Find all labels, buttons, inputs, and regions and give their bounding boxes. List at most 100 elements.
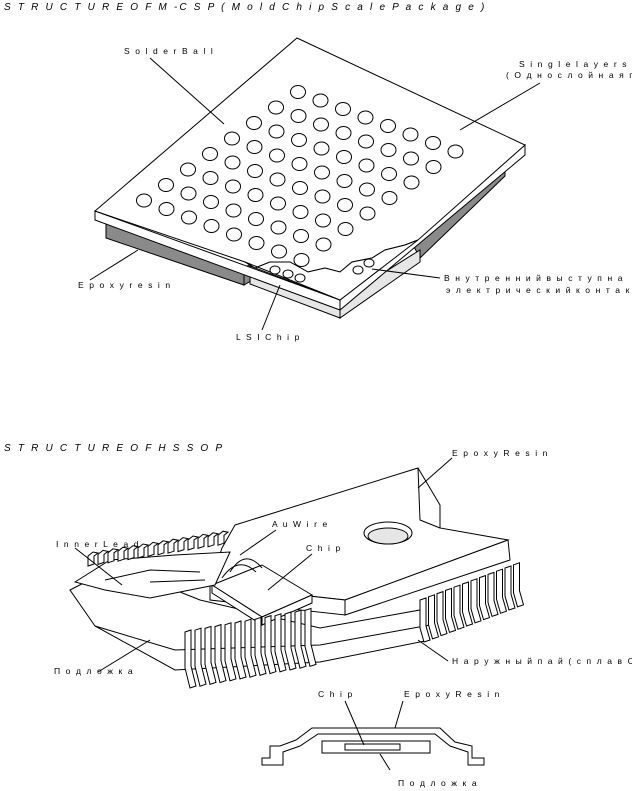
lead <box>187 535 200 551</box>
solder-ball <box>290 85 306 99</box>
solder-ball <box>248 236 265 250</box>
lead <box>419 597 431 643</box>
solder-ball <box>270 220 287 235</box>
cs-epoxy-body <box>261 727 485 766</box>
solder-ball <box>290 109 307 123</box>
lead <box>513 562 525 608</box>
solder-ball <box>358 158 375 173</box>
label-inner-bump-1: В н у т р е н н и й в ы с т у п н а <box>444 273 624 283</box>
solder-ball <box>248 212 264 226</box>
solder-ball <box>381 191 398 205</box>
lead <box>294 609 307 669</box>
solder-ball <box>403 151 419 166</box>
solder-ball <box>337 222 354 236</box>
solder-ball <box>315 237 332 252</box>
mcsp-leaders <box>89 57 541 331</box>
lead <box>436 590 448 637</box>
lead <box>264 614 277 675</box>
solder-ball <box>335 126 352 140</box>
lead <box>204 625 217 686</box>
mcsp-solder-ball-array <box>136 85 464 267</box>
solder-ball <box>292 205 309 219</box>
solder-ball <box>181 210 197 225</box>
solder-ball <box>447 144 464 159</box>
mcsp-cutaway <box>244 239 419 301</box>
lead <box>87 551 100 567</box>
solder-ball <box>270 196 286 211</box>
solder-ball <box>335 102 351 116</box>
solder-ball <box>203 195 219 209</box>
hssop-package <box>69 467 511 671</box>
solder-ball <box>313 141 330 156</box>
solder-ball <box>224 131 240 146</box>
label-inner-bump-2: э л е к т р и ч е с к и й к о н т а к т … <box>446 285 632 295</box>
lead <box>107 548 120 564</box>
solder-ball <box>202 171 219 185</box>
lead <box>137 543 150 559</box>
hssop-back-leads <box>87 530 230 567</box>
label-epoxy-resin: E p o x y r e s i n <box>78 280 172 290</box>
label-epoxy-resin-hssop: E p o x y R e s i n <box>452 448 549 458</box>
lead <box>487 571 499 618</box>
label-au-wire: A u W i r e <box>272 519 329 529</box>
solder-ball <box>226 227 242 242</box>
hssop-title: S T R U C T U R E O F H S S O P <box>4 443 224 454</box>
solder-ball <box>268 100 284 115</box>
lead <box>445 587 457 634</box>
lead <box>274 613 287 673</box>
lead <box>194 627 207 687</box>
label-inner-lead: I n n e r L e a d <box>56 539 140 549</box>
solder-ball <box>336 174 353 188</box>
lead <box>127 545 140 561</box>
hssop-leaders <box>74 457 453 673</box>
solder-ball <box>292 181 308 195</box>
lead <box>470 578 482 624</box>
solder-ball <box>247 188 264 202</box>
solder-ball <box>359 206 376 221</box>
solder-ball <box>357 110 374 125</box>
lead <box>97 549 110 566</box>
solder-ball <box>203 219 220 233</box>
lead <box>453 584 465 630</box>
solder-ball <box>180 186 197 201</box>
solder-ball <box>271 244 287 259</box>
solder-ball <box>246 116 262 130</box>
lead <box>197 533 210 550</box>
hssop-cross-section <box>261 700 485 771</box>
solder-ball <box>403 175 420 190</box>
lead <box>207 532 220 548</box>
lead <box>147 541 160 558</box>
label-substrate-en: S i n g l e l a y e r s u b s t r a t e <box>519 59 632 69</box>
label-solder-ball: S o l d e r B a l l <box>124 46 214 56</box>
solder-ball <box>246 140 263 154</box>
solder-ball <box>202 147 218 161</box>
solder-ball <box>180 162 196 177</box>
solder-ball <box>268 124 285 139</box>
solder-ball <box>380 143 397 157</box>
solder-ball <box>224 155 241 170</box>
lead <box>167 538 180 554</box>
solder-ball <box>381 167 397 181</box>
solder-ball <box>225 179 241 194</box>
solder-ball <box>314 189 331 204</box>
mcsp-inner-bumps <box>269 258 375 283</box>
lead <box>117 546 130 562</box>
lead <box>304 607 317 668</box>
lead <box>504 565 516 611</box>
solder-ball <box>158 178 174 192</box>
label-substrate-hssop: П о д л о ж к а <box>54 666 134 676</box>
hssop-au-wire <box>229 558 263 573</box>
solder-ball <box>291 157 308 171</box>
solder-ball <box>425 136 441 150</box>
hssop-front-leads <box>184 607 317 689</box>
label-cs-substrate: П о д л о ж к а <box>398 778 478 788</box>
solder-ball <box>293 229 309 243</box>
solder-ball <box>269 148 285 163</box>
solder-ball <box>358 134 374 149</box>
label-outer-solder: Н а р у ж н ы й п а й ( с п л а в C u ) <box>452 656 632 666</box>
lead <box>244 618 257 678</box>
lead <box>462 581 474 627</box>
lead <box>428 594 440 640</box>
solder-ball <box>136 193 152 208</box>
